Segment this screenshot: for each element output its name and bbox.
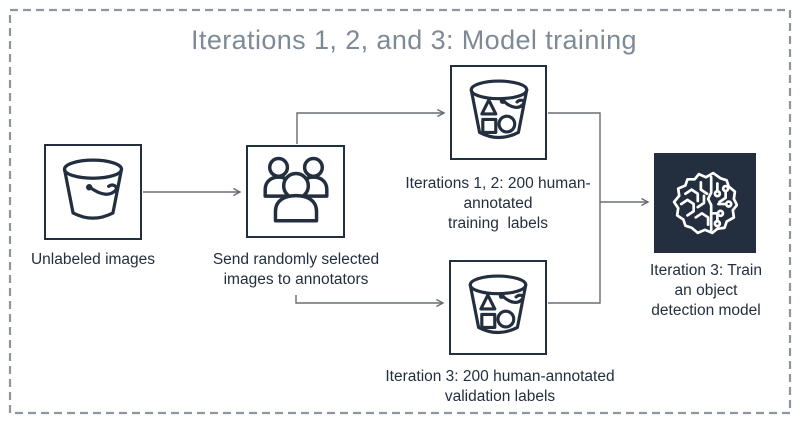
annotators-box [246, 145, 345, 238]
users-icon [262, 156, 329, 222]
label-line: Send randomly selected [212, 251, 380, 268]
validation-labels-label: Iteration 3: 200 human-annotated validat… [360, 367, 640, 407]
annotators-label: Send randomly selected images to annotat… [186, 250, 406, 290]
label-line: annotated [463, 195, 533, 212]
s3-bucket-icon [62, 158, 124, 220]
s3-bucket-objects-icon [468, 274, 528, 334]
unlabeled-images-box [44, 144, 142, 240]
model-training-label: Iteration 3: Train an object detection m… [616, 261, 796, 321]
label-line: Iterations 1, 2: 200 human- [405, 175, 591, 192]
training-labels-box [450, 65, 547, 160]
machine-learning-icon [672, 171, 738, 235]
label-line: training labels [448, 215, 548, 232]
unlabeled-images-label: Unlabeled images [13, 250, 173, 270]
model-training-box [654, 153, 756, 253]
training-labels-label: Iterations 1, 2: 200 human- annotated tr… [383, 174, 613, 234]
connector-annotators-to-validation-bucket [295, 295, 445, 308]
connector-buckets-merge [548, 112, 601, 304]
label-line: Iteration 3: Train [649, 262, 762, 279]
s3-bucket-objects-icon [469, 79, 528, 139]
validation-labels-box [449, 260, 547, 355]
diagram-title: Iterations 1, 2, and 3: Model training [191, 25, 637, 55]
label-line: validation labels [444, 388, 556, 405]
connector-annotators-to-training-bucket [296, 108, 446, 144]
label-line: Unlabeled images [30, 251, 156, 268]
label-line: Iteration 3: 200 human-annotated [385, 368, 615, 385]
dashed-border [8, 8, 792, 415]
label-line: an object [674, 282, 738, 299]
label-line: images to annotators [223, 271, 369, 288]
label-line: detection model [651, 302, 761, 319]
